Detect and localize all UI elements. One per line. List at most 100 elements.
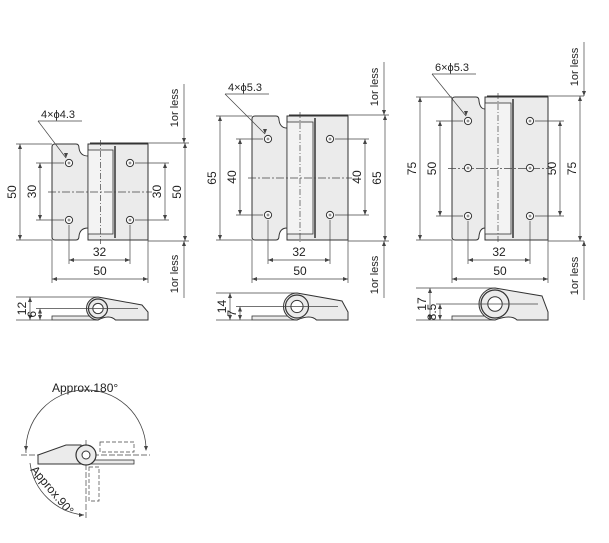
rotation-phantom-180 [99,441,135,453]
height-inner-left-dim-label: 30 [25,185,39,199]
dimension-arrow [228,315,232,320]
dimension-arrow [228,293,232,298]
hole-callout-leader [37,120,67,159]
overall-width-dim-label: 50 [293,264,307,278]
clearance-top-note: 1or less [369,67,381,106]
dimension-arrow [582,241,586,246]
clearance-top-note: 1or less [569,47,581,86]
rotation-arc-90 [29,462,85,516]
side-center-dim-label: 7 [225,310,239,317]
height-inner-left-dim-label: 40 [225,170,239,184]
height-inner-right-dim-label: 30 [150,185,164,199]
hole-callout-leader [224,93,266,135]
dimension-arrow [143,277,148,281]
dimension-arrow [125,258,130,262]
dimension-arrow [38,308,42,314]
dimension-arrow [182,138,186,143]
dimension-arrow [382,241,386,246]
height-inner-right-dim-label: 50 [545,162,559,176]
dimension-arrow [438,315,442,320]
pitch-width-dim-label: 32 [492,245,506,259]
dimension-arrow [325,258,330,262]
dimension-arrow [363,210,367,215]
side-height-dim-label: 17 [415,297,429,311]
dimension-arrow [418,97,422,102]
dimension-arrow [64,153,68,158]
rotation-arc-180 [25,389,147,454]
dimension-arrow [163,163,167,168]
dimension-arrow [383,236,387,241]
hole-callout-label: 4×ϕ4.3 [41,109,75,121]
dimension-arrow [363,139,367,144]
dimension-arrow [428,315,432,320]
dimension-arrow [183,236,187,241]
height-outer-left-dim-label: 75 [405,162,419,176]
height-outer-right-dim-label: 50 [170,185,184,199]
dimension-arrow [238,315,242,320]
rotation-phantom-90 [88,466,100,502]
dimension-arrow [438,121,442,126]
dimension-arrow [163,215,167,220]
dimension-arrow [382,110,386,115]
dimension-arrow [24,446,28,451]
overall-width-dim-label: 50 [493,264,507,278]
hole-callout-label: 4×ϕ5.3 [228,82,262,94]
dimension-arrow [28,297,32,302]
clearance-top-note: 1or less [169,88,181,127]
dimension-arrow [525,258,530,262]
dimension-arrow [343,277,348,281]
dimension-arrow [578,236,582,241]
dimension-arrow [558,211,562,216]
hinge-view-medium: 65 40 40 65 32 50 1or less 1or less 4×ϕ5.3 147 [205,62,389,321]
dimension-arrow [218,116,222,121]
dimension-arrow [452,277,457,281]
dimension-arrow [268,258,273,262]
height-outer-left-dim-label: 50 [5,185,19,199]
dimension-arrow [182,241,186,246]
dimension-arrow [263,129,267,134]
clearance-bottom-note: 1or less [569,256,581,295]
rotation-pin [81,450,91,460]
approx-180-label: Approx.180° [52,381,118,395]
clearance-bottom-note: 1or less [369,255,381,294]
dimension-arrow [428,288,432,293]
hole-callout-leader [431,73,467,117]
rotation-range-diagram: Approx.180° Approx.90° [21,381,150,520]
height-outer-right-dim-label: 65 [370,171,384,185]
dimension-arrow [383,115,387,120]
pitch-width-dim-label: 32 [93,245,107,259]
dimension-arrow [578,96,582,101]
dimension-arrow [144,446,148,451]
pitch-width-dim-label: 32 [292,245,306,259]
side-center-dim-label: 8.5 [425,303,439,320]
side-height-dim-label: 14 [215,300,229,314]
hole-callout-label: 6×ϕ5.3 [435,62,469,74]
height-inner-left-dim-label: 50 [425,162,439,176]
dimension-arrow [28,315,32,320]
height-outer-right-dim-label: 75 [565,162,579,176]
dimension-arrow [218,235,222,240]
dimension-arrow [183,143,187,148]
clearance-bottom-note: 1or less [169,254,181,293]
dimension-arrow [69,258,74,262]
side-height-dim-label: 12 [15,302,29,316]
dimension-arrow [238,306,242,312]
dimension-arrow [582,91,586,96]
height-inner-right-dim-label: 40 [350,170,364,184]
height-outer-left-dim-label: 65 [205,171,219,185]
dimension-arrow [252,277,257,281]
hinge-view-large: 75 50 50 75 32 50 1or less 1or less 6×ϕ5.3 178.5 [405,42,586,321]
dimension-arrow [79,513,84,517]
approx-90-label: Approx.90° [28,463,77,518]
dimension-arrow [238,139,242,144]
dimension-arrow [38,163,42,168]
dimension-arrow [464,111,468,116]
dimension-arrow [18,144,22,149]
dimension-arrow [438,211,442,216]
dimension-arrow [18,235,22,240]
dimension-arrow [418,235,422,240]
dimension-arrow [543,277,548,281]
